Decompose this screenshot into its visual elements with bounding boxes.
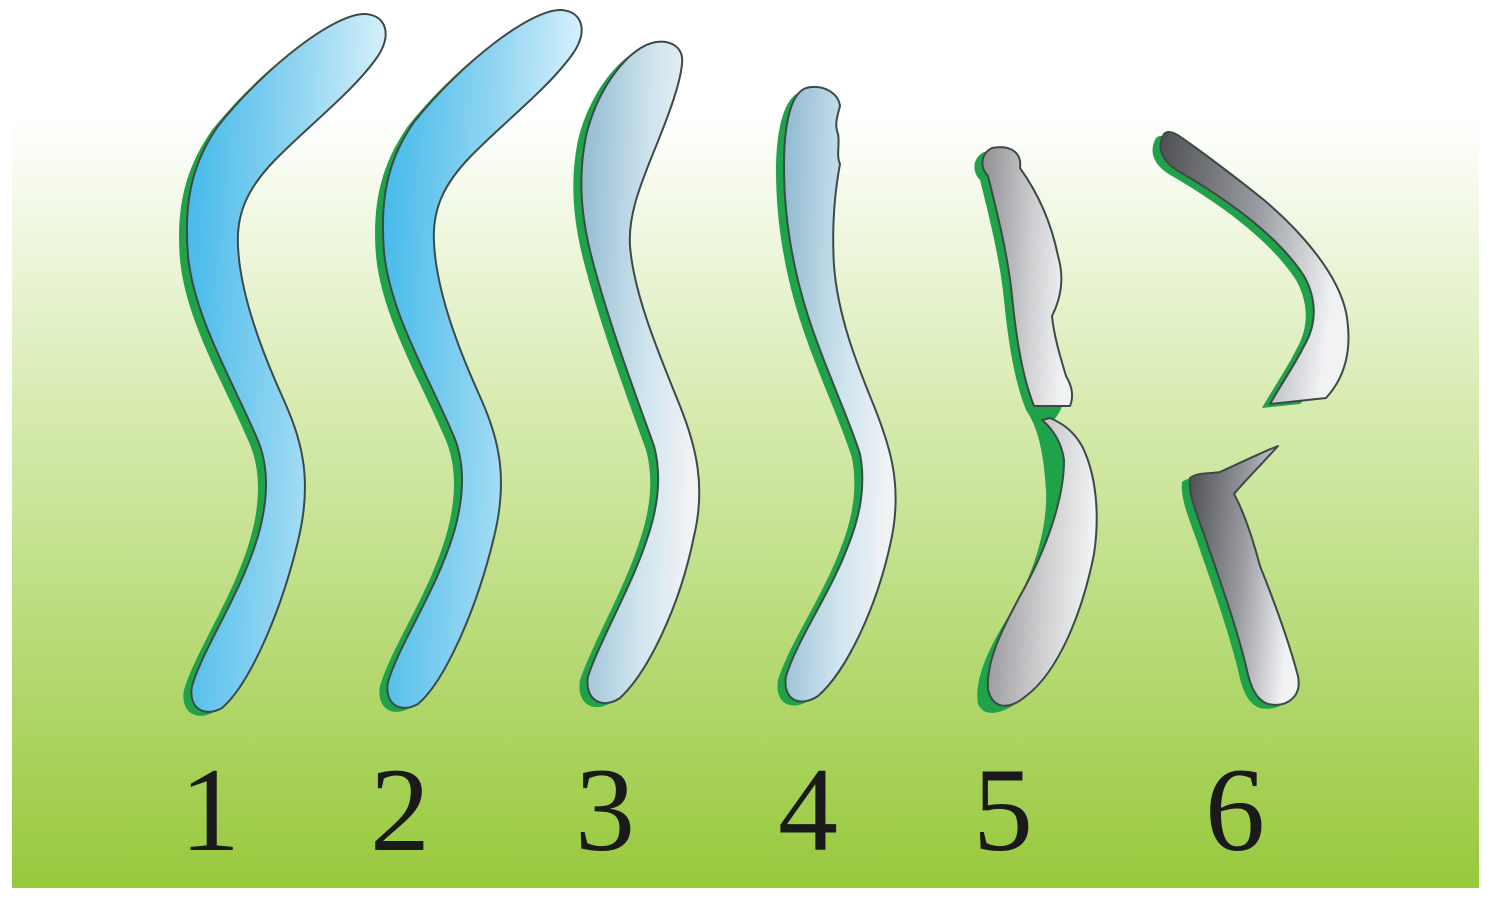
stage-1-label: 1 bbox=[180, 743, 240, 876]
stage-2-label: 2 bbox=[370, 743, 430, 876]
stage-3-label: 3 bbox=[575, 743, 635, 876]
stage-4-label: 4 bbox=[778, 743, 838, 876]
stage-6-label: 6 bbox=[1205, 743, 1265, 876]
stage-5-label: 5 bbox=[973, 743, 1033, 876]
